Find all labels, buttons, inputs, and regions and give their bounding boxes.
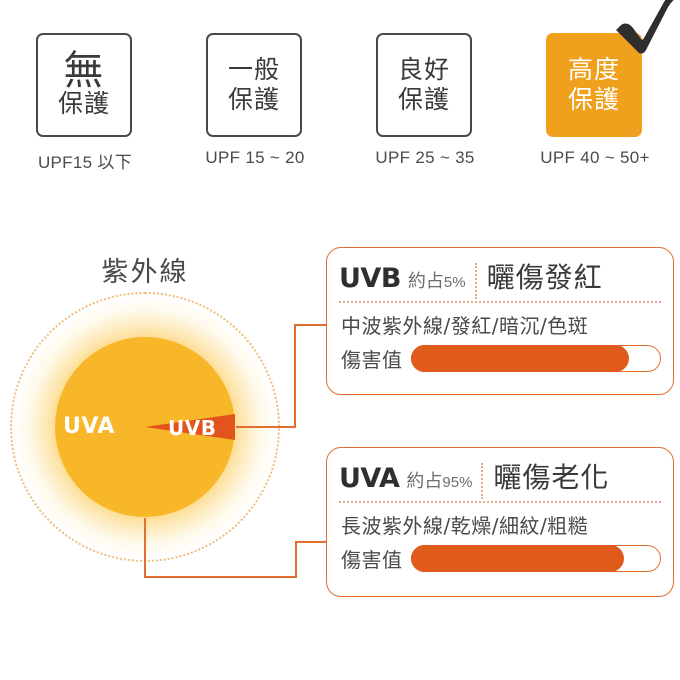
upf-card-title-line1: 無	[63, 48, 105, 94]
panel-meter-row-uva: 傷害值	[341, 544, 661, 573]
sun-label-uva: UVA	[63, 414, 115, 439]
upf-card-high[interactable]: 高度 保護	[546, 33, 642, 137]
meter-label-uva: 傷害值	[341, 548, 403, 572]
band-share-uvb: 約占5%	[408, 267, 466, 293]
upf-scale-item-good[interactable]: 良好 保護 UPF 25 ~ 35	[340, 0, 510, 190]
band-share-value: 5%	[443, 274, 466, 291]
uv-sun-diagram: 紫外線 UVA UVB	[0, 240, 300, 580]
panel-header-uva: UVA 約占95% 曬傷老化	[339, 456, 661, 503]
meter-label-uvb: 傷害值	[341, 348, 403, 372]
panel-header-uvb: UVB 約占5% 曬傷發紅	[339, 256, 661, 303]
panel-band-share-uva: UVA 約占95%	[339, 463, 484, 499]
panel-band-share-uvb: UVB 約占5%	[339, 263, 477, 299]
panel-effect-uvb: 曬傷發紅	[486, 261, 603, 294]
damage-meter-uva	[410, 545, 661, 572]
uv-info-panel-uva: UVA 約占95% 曬傷老化 長波紫外線/乾燥/細紋/粗糙 傷害值	[326, 447, 674, 597]
upf-scale-row: 無 保護 UPF15 以下 一般 保護 UPF 15 ~ 20 良好 保護 UP…	[0, 0, 680, 190]
uv-info-panel-uvb: UVB 約占5% 曬傷發紅 中波紫外線/發紅/暗沉/色斑 傷害值	[326, 247, 674, 395]
upf-card-general[interactable]: 一般 保護	[206, 33, 302, 137]
panel-description-uva: 長波紫外線/乾燥/細紋/粗糙	[341, 514, 589, 538]
upf-card-title-line1: 高度	[567, 55, 620, 84]
upf-scale-item-high[interactable]: 高度 保護 UPF 40 ~ 50+	[510, 0, 680, 190]
band-name-uvb: UVB	[339, 263, 401, 294]
upf-caption-general: UPF 15 ~ 20	[205, 148, 305, 167]
upf-card-title-line2: 保護	[227, 85, 280, 114]
panel-description-uvb: 中波紫外線/發紅/暗沉/色斑	[341, 314, 589, 338]
band-share-prefix: 約占	[407, 271, 444, 292]
upf-caption-high: UPF 40 ~ 50+	[540, 148, 650, 167]
panel-effect-uva: 曬傷老化	[493, 461, 610, 494]
upf-scale-item-general[interactable]: 一般 保護 UPF 15 ~ 20	[170, 0, 340, 190]
upf-caption-good: UPF 25 ~ 35	[375, 148, 475, 167]
panel-meter-row-uvb: 傷害值	[341, 344, 661, 373]
upf-card-good[interactable]: 良好 保護	[376, 33, 472, 137]
upf-card-title-line1: 良好	[397, 55, 450, 84]
upf-card-title-line2: 保護	[567, 85, 620, 114]
upf-card-title-line2: 保護	[57, 89, 110, 118]
upf-card-none[interactable]: 無 保護	[36, 33, 132, 137]
upf-card-title-line2: 保護	[397, 85, 450, 114]
sun-label-uvb: UVB	[168, 416, 217, 440]
damage-meter-uvb	[410, 345, 661, 372]
upf-caption-none: UPF15 以下	[37, 153, 133, 172]
upf-card-title-line1: 一般	[227, 55, 280, 84]
band-share-uva: 約占95%	[406, 467, 472, 493]
band-name-uva: UVA	[339, 463, 400, 494]
damage-meter-fill-uva	[410, 545, 625, 572]
upf-scale-item-none[interactable]: 無 保護 UPF15 以下	[0, 0, 170, 190]
band-share-value: 95%	[442, 474, 473, 491]
uvb-wedge-slice	[145, 414, 235, 440]
damage-meter-fill-uvb	[410, 345, 630, 372]
sun-diagram-title: 紫外線	[101, 257, 189, 288]
band-share-prefix: 約占	[406, 471, 443, 492]
